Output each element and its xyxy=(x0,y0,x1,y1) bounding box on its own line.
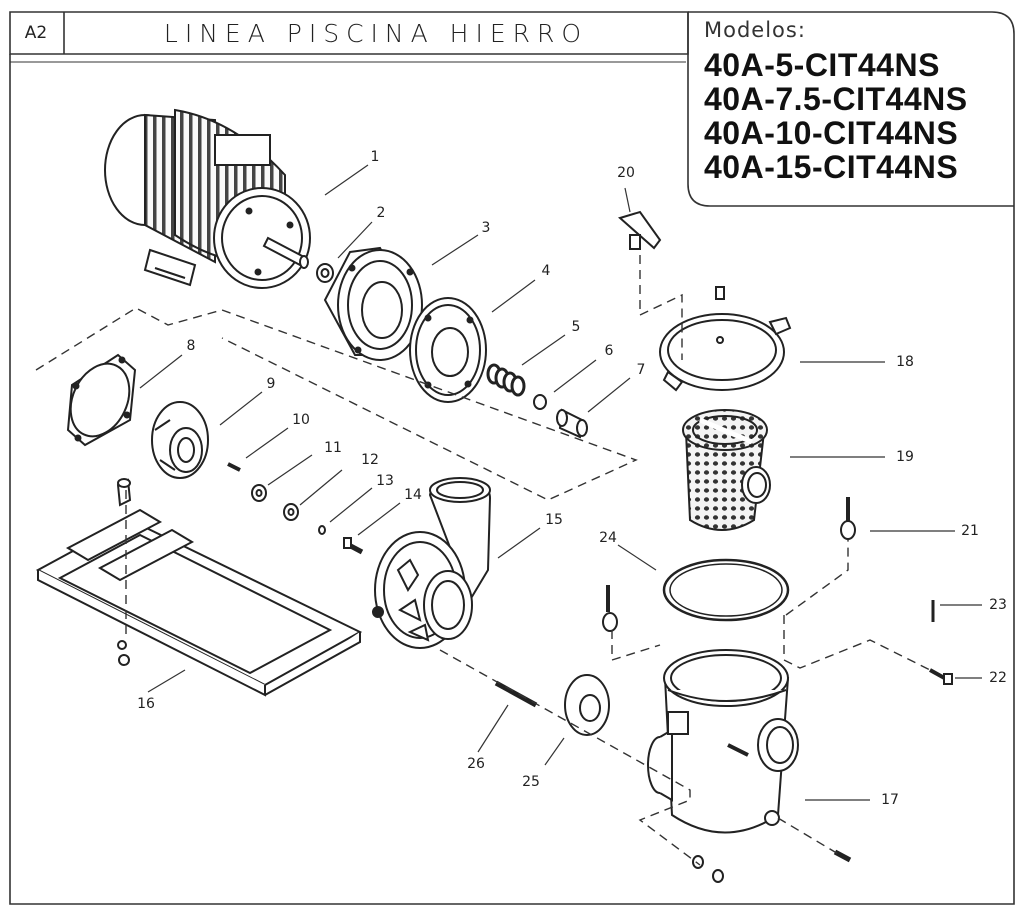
models-label: Modelos: xyxy=(704,18,806,42)
leader-lines xyxy=(139,164,982,801)
assembly-lines xyxy=(35,255,931,866)
part-18-lid xyxy=(659,286,792,392)
callout-5: 5 xyxy=(571,319,581,335)
motor xyxy=(104,108,311,289)
callout-8: 8 xyxy=(186,338,196,354)
callout-22: 22 xyxy=(989,670,1007,686)
part-5-spring xyxy=(486,363,526,397)
part-26-stud xyxy=(494,680,538,708)
bolts xyxy=(602,497,953,685)
callout-16: 16 xyxy=(137,696,155,712)
part-25-gasket xyxy=(564,674,610,736)
part-16-base xyxy=(35,478,363,697)
model-item: 40A-5-CIT44NS xyxy=(704,47,940,83)
callout-3: 3 xyxy=(481,220,491,236)
callout-13: 13 xyxy=(376,473,394,489)
callout-7: 7 xyxy=(636,362,646,378)
callout-2: 2 xyxy=(376,205,386,221)
callout-26: 26 xyxy=(467,756,485,772)
callout-6: 6 xyxy=(604,343,614,359)
part-4-flange xyxy=(409,297,487,403)
model-item: 40A-15-CIT44NS xyxy=(704,149,959,185)
drawing-frame xyxy=(9,11,1015,905)
callout-17: 17 xyxy=(881,792,899,808)
callout-10: 10 xyxy=(292,412,310,428)
part-2-washer xyxy=(316,263,334,283)
sheet-code: A2 xyxy=(24,23,48,43)
sheet-title: LINEA PISCINA HIERRO xyxy=(163,18,589,48)
part-6-oring xyxy=(533,394,547,410)
models-list: 40A-5-CIT44NS 40A-7.5-CIT44NS 40A-10-CIT… xyxy=(704,48,968,184)
callout-14: 14 xyxy=(404,487,422,503)
part-8-gasket xyxy=(66,353,137,447)
part-3-bracket xyxy=(323,246,423,361)
callout-25: 25 xyxy=(522,774,540,790)
callout-11: 11 xyxy=(324,440,342,456)
callout-18: 18 xyxy=(896,354,914,370)
callout-19: 19 xyxy=(896,449,914,465)
model-item: 40A-10-CIT44NS xyxy=(704,115,959,151)
part-9-impeller xyxy=(151,401,209,479)
model-item: 40A-7.5-CIT44NS xyxy=(704,81,968,117)
callout-20: 20 xyxy=(617,165,635,181)
callout-9: 9 xyxy=(266,376,276,392)
part-24-oring xyxy=(662,558,790,622)
part-7-sleeve xyxy=(556,408,588,439)
callout-21: 21 xyxy=(961,523,979,539)
callout-12: 12 xyxy=(361,452,379,468)
part-20-knob xyxy=(617,210,662,250)
part-19-basket xyxy=(682,409,771,531)
part-17-housing xyxy=(647,649,852,883)
callout-1: 1 xyxy=(370,149,380,165)
part-15-volute xyxy=(372,477,492,649)
callout-15: 15 xyxy=(545,512,563,528)
small-hardware xyxy=(227,462,364,555)
callout-4: 4 xyxy=(541,263,551,279)
callout-24: 24 xyxy=(599,530,617,546)
callout-23: 23 xyxy=(989,597,1007,613)
